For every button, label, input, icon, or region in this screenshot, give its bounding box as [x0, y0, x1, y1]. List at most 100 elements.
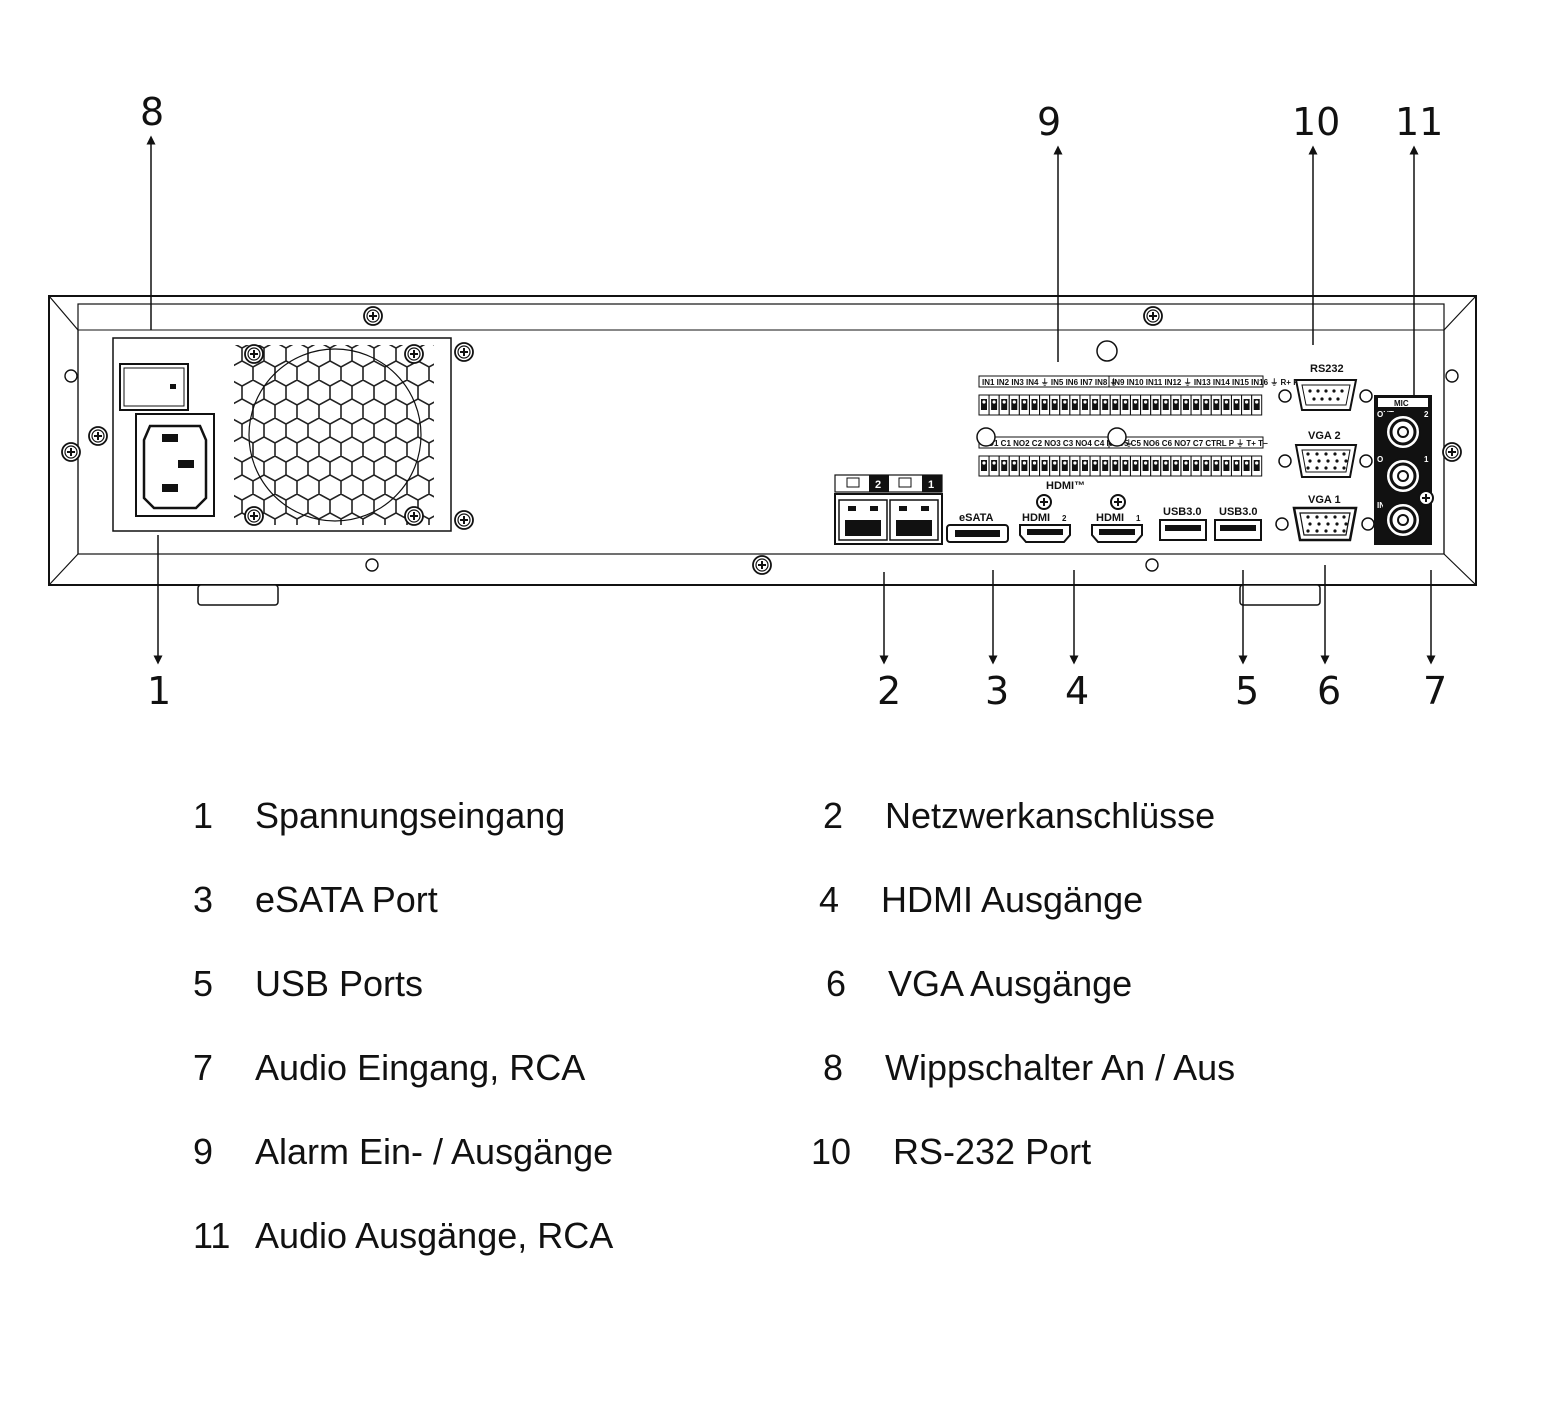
terminal-screw [1251, 394, 1263, 416]
callout-3: 3 [985, 669, 1009, 713]
alarm-terminals[interactable]: IN1 IN2 IN3 IN4 ⏚ IN5 IN6 IN7 IN8 ⏚ IN9 … [976, 340, 1304, 477]
terminal-screw [988, 455, 1000, 477]
rs232-label: RS232 [1310, 363, 1344, 375]
connector-pin [1315, 466, 1319, 470]
terminal-screw [1099, 394, 1111, 416]
callout-5: 5 [1235, 669, 1259, 713]
dsub-pins [1306, 389, 1348, 533]
connector-pin [1315, 452, 1319, 456]
connector-pin [1324, 389, 1328, 393]
terminal-screw [1109, 455, 1121, 477]
terminal-screw [1180, 394, 1192, 416]
connector-pin [1333, 452, 1337, 456]
terminal-screw [1140, 394, 1152, 416]
terminal-screw [1220, 394, 1232, 416]
hdmi-ports[interactable]: HDMI™ HDMI 2 HDMI 1 [1019, 480, 1143, 543]
terminal-screw [978, 455, 990, 477]
audio-out1-number: 1 [1424, 455, 1429, 464]
connector-pin [1308, 389, 1312, 393]
connector-pin [1340, 389, 1344, 393]
connector-pin [1320, 397, 1324, 401]
lan2-number: 2 [875, 479, 881, 491]
connector-pin [1344, 459, 1348, 463]
terminal-screw [1089, 455, 1101, 477]
connector-pin [1326, 459, 1330, 463]
power-supply [112, 337, 474, 532]
connector-pin [1333, 466, 1337, 470]
terminal-screw [1079, 394, 1091, 416]
terminal-screw [1170, 394, 1182, 416]
vga1-port[interactable]: VGA 1 [1275, 494, 1375, 542]
connector-pin [1308, 522, 1312, 526]
callout-1: 1 [147, 669, 171, 713]
connector-pin [1326, 522, 1330, 526]
callout-11: 11 [1395, 100, 1443, 144]
terminal-screw [1018, 394, 1030, 416]
connector-pin [1333, 515, 1337, 519]
terminal-screw [998, 455, 1010, 477]
terminal-screw [978, 394, 990, 416]
connector-pin [1315, 515, 1319, 519]
connector-pin [1306, 515, 1310, 519]
terminal-screw [1049, 455, 1061, 477]
terminal-screw [1008, 394, 1020, 416]
terminal-screw [1190, 455, 1202, 477]
connector-pin [1344, 522, 1348, 526]
connector-pin [1332, 389, 1336, 393]
connector-pin [1328, 397, 1332, 401]
terminal-screw [1049, 394, 1061, 416]
hdmi1-label: HDMI [1096, 512, 1124, 524]
connector-pin [1306, 452, 1310, 456]
connector-pin [1306, 529, 1310, 533]
callout-4: 4 [1065, 669, 1089, 713]
audio-ports[interactable]: MIC OUT 2 OUT 1 IN [1374, 395, 1434, 545]
terminal-screw [1200, 394, 1212, 416]
callout-9: 9 [1037, 100, 1061, 144]
alarm-label-row1b: IN9 IN10 IN11 IN12 ⏚ IN13 IN14 IN15 IN16… [1112, 378, 1304, 387]
terminal-screw [998, 394, 1010, 416]
terminal-screw [1210, 394, 1222, 416]
esata-port[interactable]: eSATA [946, 512, 1009, 543]
terminal-screw [1210, 455, 1222, 477]
power-inlet[interactable] [135, 413, 215, 517]
terminal-screw [1241, 455, 1253, 477]
terminal-screw [1008, 455, 1020, 477]
connector-pin [1324, 452, 1328, 456]
connector-pin [1342, 452, 1346, 456]
connector-pin [1335, 522, 1339, 526]
terminal-screw [1079, 455, 1091, 477]
alarm-label-row2a: NO1 C1 NO2 C2 NO3 C3 NO4 C4 NC4 ⏚ [982, 439, 1133, 448]
terminal-screw [1190, 394, 1202, 416]
hdmi2-label: HDMI [1022, 512, 1050, 524]
terminal-screw [1069, 455, 1081, 477]
alarm-label-row2b: NO5 C5 NO6 C6 NO7 C7 CTRL P ⏚ T+ T− [1112, 439, 1268, 448]
usb-ports[interactable]: USB3.0 USB3.0 [1159, 506, 1262, 541]
vga2-port[interactable]: VGA 2 [1278, 430, 1373, 478]
terminal-screw [1150, 455, 1162, 477]
mic-label: MIC [1394, 399, 1409, 408]
lan-ports[interactable]: 2 1 [834, 474, 943, 545]
audio-out2-number: 2 [1424, 410, 1429, 419]
connector-pin [1342, 529, 1346, 533]
rocker-switch[interactable] [119, 363, 189, 411]
connector-pin [1324, 529, 1328, 533]
terminal-screw [1130, 455, 1141, 477]
vga2-label: VGA 2 [1308, 430, 1341, 442]
terminal-screw [1231, 394, 1242, 416]
audio-in-label: IN [1377, 501, 1385, 510]
terminal-screw [1039, 455, 1051, 477]
fan-grille [234, 344, 434, 526]
terminal-screw [1130, 394, 1141, 416]
lan1-number: 1 [928, 479, 934, 491]
terminal-screw [1200, 455, 1212, 477]
connector-pin [1335, 459, 1339, 463]
terminal-screw [1099, 455, 1111, 477]
connector-pin [1306, 466, 1310, 470]
terminal-screw [1140, 455, 1152, 477]
rs232-port[interactable]: RS232 [1278, 363, 1373, 411]
callout-6: 6 [1317, 669, 1341, 713]
callout-leaders [146, 135, 1436, 665]
connector-pin [1342, 466, 1346, 470]
connector-pin [1342, 515, 1346, 519]
terminal-screw [1251, 455, 1263, 477]
